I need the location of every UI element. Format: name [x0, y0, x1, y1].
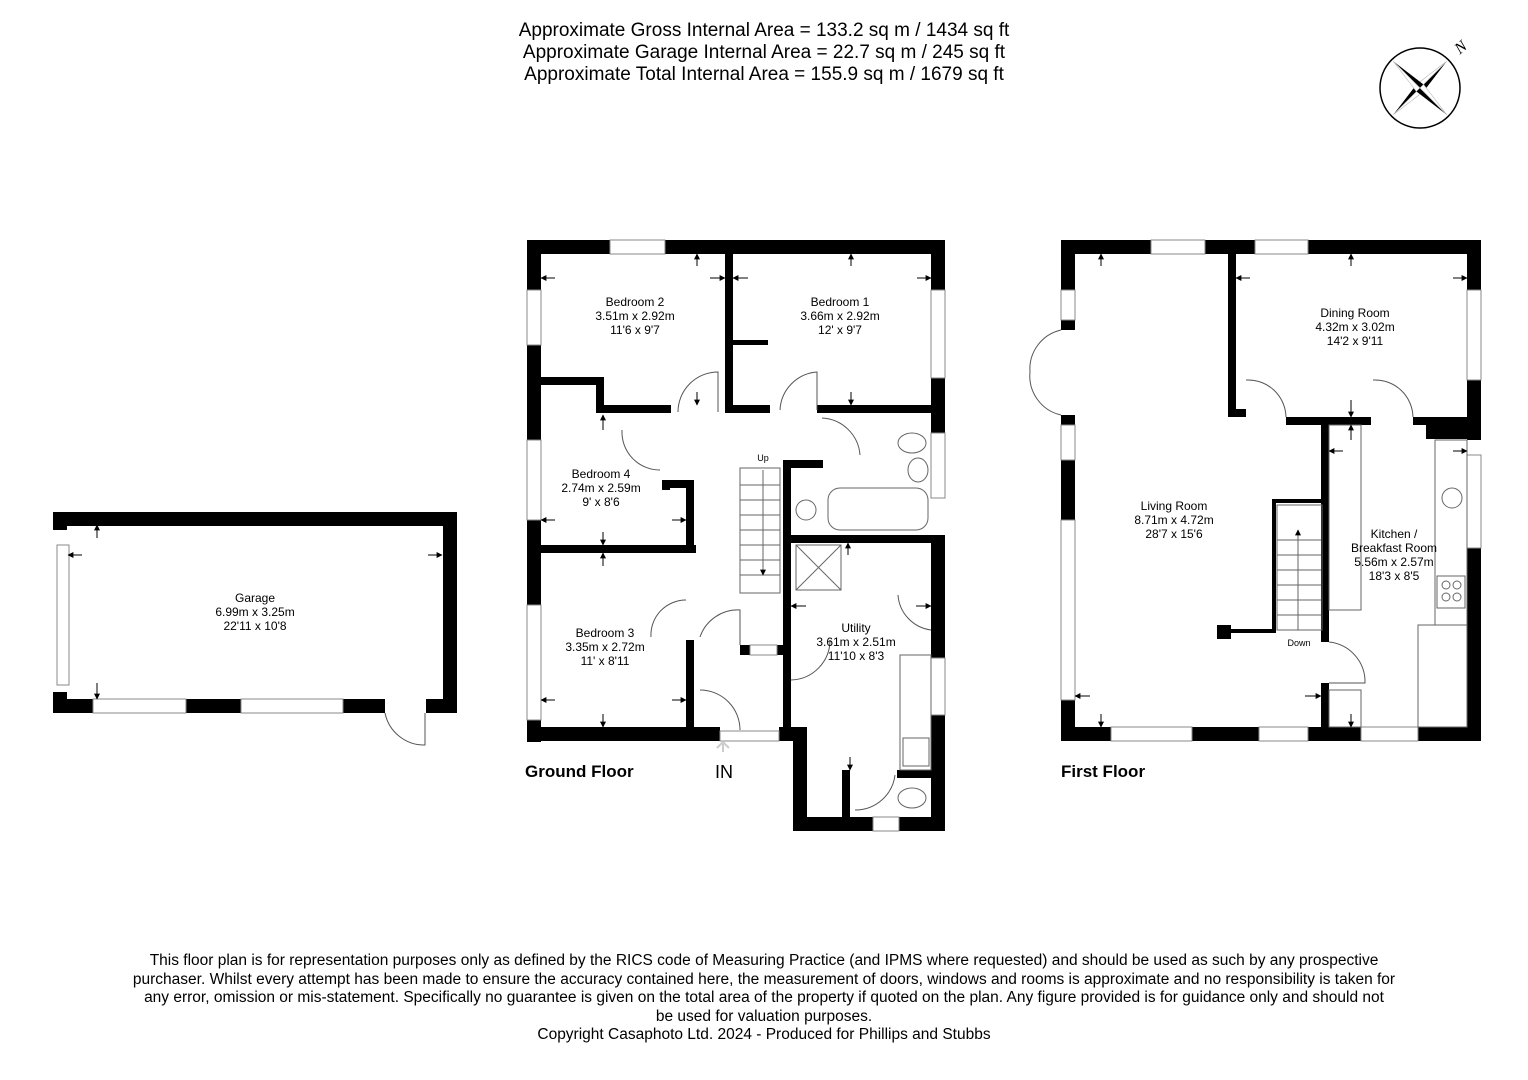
garage-internal-area: Approximate Garage Internal Area = 22.7 … [522, 42, 1006, 63]
room-name: Bedroom 4 [571, 467, 631, 481]
room-dimensions-metric: 4.32m x 3.02m [1315, 320, 1395, 334]
room-dimensions-metric: 3.66m x 2.92m [800, 309, 880, 323]
room-label-utility: Utility 3.61m x 2.51m 11'10 x 8'3 [816, 621, 895, 663]
entrance-label: IN [715, 762, 733, 782]
room-name: Bedroom 3 [575, 626, 635, 640]
room-dimensions-metric: 3.35m x 2.72m [565, 640, 645, 654]
room-dimensions-imperial: 11' x 8'11 [580, 654, 630, 668]
disclaimer-line: any error, omission or mis-statement. Sp… [144, 989, 1384, 1006]
compass-north-icon: N [1379, 37, 1472, 129]
room-dimensions-imperial: 9' x 8'6 [582, 495, 620, 509]
disclaimer: This floor plan is for representation pu… [100, 952, 1428, 1045]
disclaimer-line: This floor plan is for representation pu… [149, 952, 1379, 969]
room-dimensions-imperial: 28'7 x 15'6 [1145, 527, 1203, 541]
area-summary: Approximate Gross Internal Area = 133.2 … [0, 20, 1528, 86]
ground-floor-title: Ground Floor [525, 762, 634, 781]
room-name: Utility [841, 621, 871, 635]
stairs-up-label: Up [757, 453, 769, 463]
room-dimensions-imperial: 14'2 x 9'11 [1326, 334, 1384, 348]
room-dimensions-metric: 6.99m x 3.25m [215, 605, 295, 619]
room-label-kitchen-breakfast-room: Kitchen / Breakfast Room 5.56m x 2.57m 1… [1351, 527, 1437, 583]
room-dimensions-imperial: 22'11 x 10'8 [223, 619, 287, 633]
room-name: Dining Room [1320, 306, 1390, 320]
room-dimensions-metric: 3.61m x 2.51m [816, 635, 896, 649]
room-dimensions-metric: 5.56m x 2.57m [1354, 555, 1434, 569]
room-label-dining-room: Dining Room 4.32m x 3.02m 14'2 x 9'11 [1315, 306, 1394, 348]
total-internal-area: Approximate Total Internal Area = 155.9 … [524, 64, 1004, 85]
room-label-garage: Garage 6.99m x 3.25m 22'11 x 10'8 [215, 591, 294, 633]
room-dimensions-metric: 3.51m x 2.92m [595, 309, 675, 323]
disclaimer-line: be used for valuation purposes. [655, 1007, 873, 1025]
garage-walls [53, 512, 457, 713]
stairs-down-label: Down [1287, 638, 1311, 648]
room-dimensions-imperial: 12' x 9'7 [818, 323, 862, 337]
room-label-bedroom-4: Bedroom 4 2.74m x 2.59m 9' x 8'6 [561, 467, 640, 509]
room-dimensions-imperial: 11'10 x 8'3 [827, 649, 885, 663]
room-dimensions-metric: 8.71m x 4.72m [1134, 513, 1214, 527]
room-name: Kitchen / [1370, 527, 1418, 541]
room-name: Garage [234, 591, 276, 605]
disclaimer-line: purchaser. Whilst every attempt has been… [132, 970, 1396, 988]
room-dimensions-imperial: 11'6 x 9'7 [610, 323, 660, 337]
room-label-living-room: Living Room 8.71m x 4.72m 28'7 x 15'6 [1134, 499, 1213, 541]
ground-floor-walls [527, 240, 945, 831]
copyright-notice: Copyright Casaphoto Ltd. 2024 - Produced… [537, 1026, 991, 1043]
first-floor-walls [1061, 240, 1481, 741]
room-label-bedroom-2: Bedroom 2 3.51m x 2.92m 11'6 x 9'7 [595, 295, 674, 337]
room-dimensions-imperial: 18'3 x 8'5 [1368, 569, 1420, 583]
first-floor-title: First Floor [1061, 762, 1146, 781]
room-name-line-2: Breakfast Room [1350, 541, 1438, 555]
room-name: Bedroom 2 [605, 295, 665, 309]
room-name: Bedroom 1 [810, 295, 870, 309]
room-label-bedroom-1: Bedroom 1 3.66m x 2.92m 12' x 9'7 [800, 295, 879, 337]
gross-internal-area: Approximate Gross Internal Area = 133.2 … [518, 20, 1010, 41]
room-name: Living Room [1140, 499, 1208, 513]
room-dimensions-metric: 2.74m x 2.59m [561, 481, 641, 495]
room-label-bedroom-3: Bedroom 3 3.35m x 2.72m 11' x 8'11 [565, 626, 644, 668]
